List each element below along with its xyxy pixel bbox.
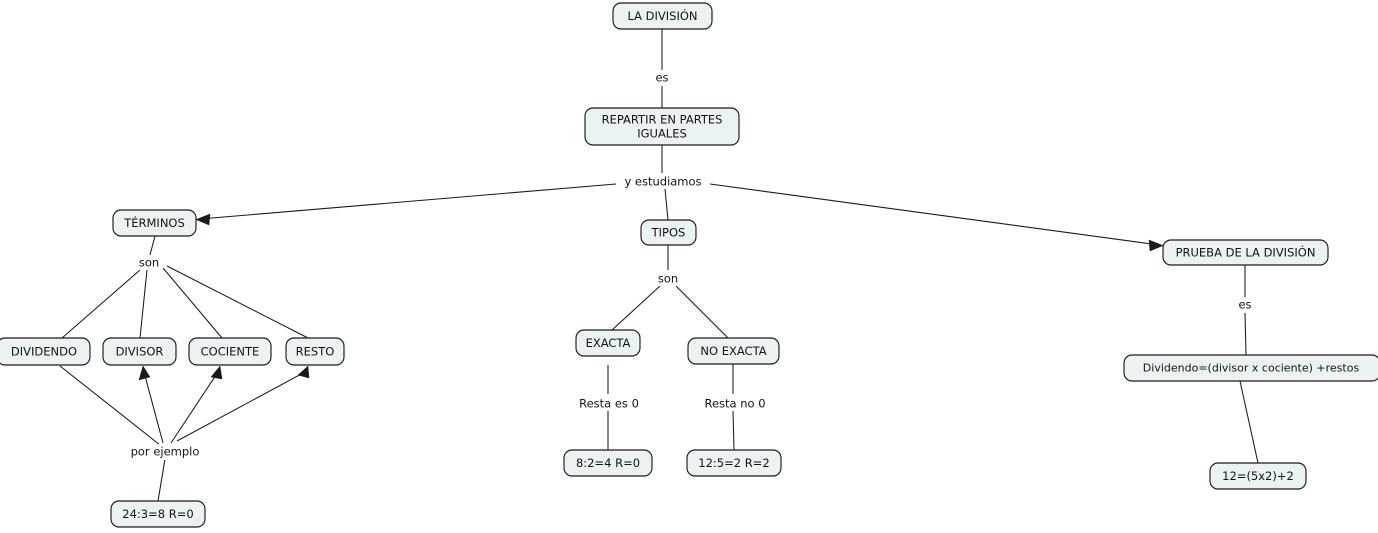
node-repartir-label-line2: IGUALES — [637, 127, 687, 141]
node-no-exacta-box[interactable] — [687, 337, 780, 365]
node-tipos-box[interactable] — [640, 219, 697, 246]
node-repartir-label-line1: REPARTIR EN PARTES — [602, 113, 723, 127]
edge-junction-to-terminos — [199, 183, 617, 220]
edge-label-y-estudiamos: y estudiamos — [624, 175, 701, 189]
node-prueba-label: PRUEBA DE LA DIVISIÓN — [1176, 245, 1316, 260]
label-bg-y-estudiamos — [617, 173, 709, 189]
node-formula-prueba[interactable]: Dividendo=(divisor x cociente) +restos — [1123, 354, 1378, 382]
node-cociente-box[interactable] — [188, 337, 272, 366]
node-formula-label: Dividendo=(divisor x cociente) +restos — [1143, 362, 1360, 375]
edge-son-to-dividendo — [61, 269, 141, 339]
node-divisor-box[interactable] — [102, 337, 177, 366]
edge-formula-to-ejemplo — [1239, 380, 1259, 464]
node-resto-box[interactable] — [285, 337, 345, 366]
node-formula-box[interactable] — [1123, 354, 1378, 382]
edge-porejemplo-to-ejemplo — [157, 458, 166, 502]
node-repartir-box[interactable] — [584, 107, 740, 146]
node-terminos-label: TÉRMINOS — [123, 215, 185, 230]
arrowhead-terminos — [195, 213, 211, 226]
node-ejemplo-exacta-label: 8:2=4 R=0 — [576, 456, 640, 470]
node-no-exacta[interactable]: NO EXACTA — [687, 337, 780, 365]
edge-son-to-resto — [166, 265, 309, 339]
edge-label-es-root: es — [655, 71, 668, 85]
arrowhead-prueba — [1148, 239, 1164, 252]
edge-terminos-to-son — [149, 235, 156, 256]
node-exacta-box[interactable] — [575, 329, 641, 357]
node-la-division[interactable]: LA DIVISIÓN — [612, 2, 713, 30]
edge-label-resta-es-0: Resta es 0 — [579, 397, 639, 411]
arrowhead-cociente — [210, 365, 223, 380]
label-bg-resta-no-0 — [699, 395, 771, 411]
edge-son-to-noexacta — [675, 285, 729, 339]
node-prueba-de-la-division[interactable]: PRUEBA DE LA DIVISIÓN — [1162, 239, 1329, 266]
node-ejemplo-prueba[interactable]: 12=(5x2)+2 — [1209, 462, 1307, 490]
label-bg-por-ejemplo — [124, 444, 206, 460]
node-dividendo-box[interactable] — [0, 337, 91, 366]
node-cociente-label: COCIENTE — [201, 345, 260, 359]
node-divisor-label: DIVISOR — [116, 345, 164, 359]
node-ejemplo-terminos-box[interactable] — [110, 500, 206, 528]
edge-label-son-tipos: son — [658, 272, 678, 286]
edge-es-to-formula — [1244, 312, 1247, 356]
edge-labels-layer: es y estudiamos son son por ejemplo Rest… — [124, 70, 1255, 460]
node-divisor[interactable]: DIVISOR — [102, 337, 177, 366]
node-ejemplo-no-exacta-box[interactable] — [686, 449, 782, 477]
edge-junction-to-tipos — [664, 188, 669, 221]
edge-porejemplo-to-resto — [176, 371, 306, 442]
node-cociente[interactable]: COCIENTE — [188, 337, 272, 366]
edge-porejemplo-to-cociente — [170, 371, 219, 444]
edge-label-es-prueba: es — [1238, 298, 1251, 312]
node-ejemplo-prueba-label: 12=(5x2)+2 — [1222, 469, 1294, 483]
node-dividendo-label: DIVIDENDO — [11, 345, 77, 359]
node-dividendo[interactable]: DIVIDENDO — [0, 337, 91, 366]
node-exacta-label: EXACTA — [586, 336, 631, 350]
node-ejemplo-exacta[interactable]: 8:2=4 R=0 — [563, 449, 653, 477]
node-prueba-box[interactable] — [1162, 239, 1329, 266]
node-repartir-en-partes-iguales[interactable]: REPARTIR EN PARTES IGUALES — [584, 107, 740, 146]
node-ejemplo-prueba-box[interactable] — [1209, 462, 1307, 490]
node-ejemplo-terminos-label: 24:3=8 R=0 — [122, 507, 193, 521]
node-ejemplo-exacta-box[interactable] — [563, 449, 653, 477]
node-exacta[interactable]: EXACTA — [575, 329, 641, 357]
node-terminos-box[interactable] — [112, 209, 197, 237]
node-resto[interactable]: RESTO — [285, 337, 345, 366]
node-terminos[interactable]: TÉRMINOS — [112, 209, 197, 237]
edge-resta-to-ejemplo-noexacta — [732, 410, 735, 451]
node-no-exacta-label: NO EXACTA — [700, 344, 766, 358]
edge-son-to-cociente — [162, 267, 223, 339]
node-ejemplo-no-exacta-label: 12:5=2 R=2 — [698, 456, 769, 470]
label-bg-son-tipos — [654, 271, 682, 286]
node-resto-label: RESTO — [296, 345, 335, 359]
edge-son-to-exacta — [611, 285, 661, 331]
node-ejemplo-no-exacta[interactable]: 12:5=2 R=2 — [686, 449, 782, 477]
node-tipos[interactable]: TIPOS — [640, 219, 697, 246]
edge-label-resta-no-0: Resta no 0 — [704, 397, 765, 411]
node-la-division-box[interactable] — [612, 2, 713, 30]
node-tipos-label: TIPOS — [651, 226, 686, 240]
edge-label-por-ejemplo: por ejemplo — [131, 445, 200, 459]
arrowhead-divisor — [138, 365, 151, 381]
arrowhead-resto — [297, 365, 310, 379]
edge-son-to-divisor — [139, 269, 148, 339]
edge-label-son-terminos: son — [139, 256, 159, 270]
label-bg-es-root — [652, 70, 672, 86]
edge-porejemplo-to-divisor — [143, 371, 164, 444]
edge-junction-to-prueba — [709, 183, 1160, 246]
label-bg-resta-es-0 — [573, 395, 645, 411]
label-bg-es-prueba — [1235, 297, 1255, 313]
edges-layer — [59, 29, 1259, 502]
node-la-division-label: LA DIVISIÓN — [627, 8, 697, 23]
node-ejemplo-terminos[interactable]: 24:3=8 R=0 — [110, 500, 206, 528]
edge-porejemplo-to-dividendo — [59, 365, 161, 446]
label-bg-son-terminos — [135, 255, 163, 270]
